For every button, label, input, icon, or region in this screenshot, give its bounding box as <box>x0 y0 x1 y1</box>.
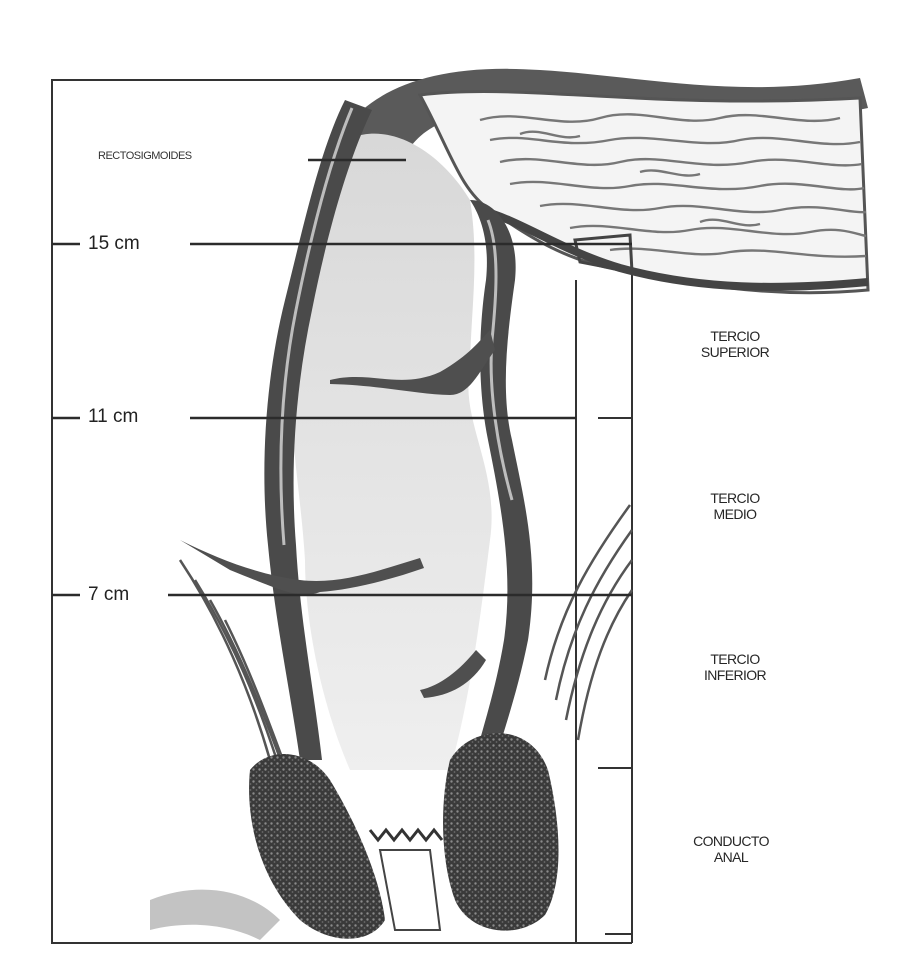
section-upper-third-line1: TERCIO <box>690 328 780 344</box>
rectosigmoid-label: RECTOSIGMOIDES <box>98 150 192 163</box>
section-middle-third-line1: TERCIO <box>690 490 780 506</box>
section-lower-third-line2: INFERIOR <box>690 667 780 683</box>
level-label-11cm: 11 cm <box>88 406 138 428</box>
level-label-15cm: 15 cm <box>88 233 140 255</box>
section-lower-third: TERCIO INFERIOR <box>690 651 780 683</box>
section-middle-third-line2: MEDIO <box>690 506 780 522</box>
section-anal-canal-line2: ANAL <box>676 849 786 865</box>
section-upper-third: TERCIO SUPERIOR <box>690 328 780 360</box>
level-label-7cm: 7 cm <box>88 584 129 606</box>
section-anal-canal-line1: CONDUCTO <box>676 833 786 849</box>
section-upper-third-line2: SUPERIOR <box>690 344 780 360</box>
section-middle-third: TERCIO MEDIO <box>690 490 780 522</box>
section-anal-canal: CONDUCTO ANAL <box>676 833 786 865</box>
section-lower-third-line1: TERCIO <box>690 651 780 667</box>
